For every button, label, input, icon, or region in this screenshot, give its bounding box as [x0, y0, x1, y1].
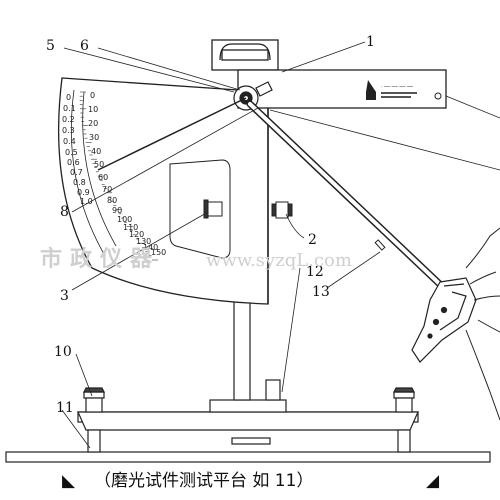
inner-scale: 0 0.1 0.2 0.3 0.4 0.5 0.6 0.7 0.8 0.9 1.… [62, 93, 93, 206]
outer-scale-label: 100 [117, 215, 132, 224]
caption: ◣ （磨光试件测试平台 如 11） ◢ [62, 471, 440, 491]
inner-scale-label: 0.7 [70, 168, 83, 177]
base-platform [5, 399, 491, 463]
pendulum-head [411, 277, 477, 363]
vertical-column [233, 299, 281, 401]
inner-scale-label: 0.8 [73, 178, 86, 187]
outer-scale-label: 60 [98, 173, 108, 182]
inner-scale-label: 0.1 [63, 104, 76, 113]
operator-hand [465, 227, 500, 421]
callout-3: 3 [60, 288, 69, 304]
pendulum-arm [246, 100, 450, 294]
callout-12: 12 [306, 264, 324, 280]
dial-adjust-knob [203, 199, 223, 219]
caption-text: （磨光试件测试平台 如 11） [94, 471, 313, 491]
watermark-site-name: 市政仪器 [40, 246, 160, 272]
watermark: 市政仪器 www.syzqL.com [40, 246, 352, 272]
level-knob [271, 201, 293, 219]
inner-scale-label: 0.5 [65, 148, 78, 157]
scale-ticks [79, 91, 158, 261]
inner-scale-label: 0.4 [63, 137, 76, 146]
outer-scale-label: 120 [129, 230, 144, 239]
watermark-url: www.syzqL.com [206, 250, 352, 271]
leveling-foot-right [393, 387, 415, 453]
callout-labels: 1 2 3 5 6 8 10 11 12 13 [46, 34, 375, 416]
outer-scale-label: 80 [107, 196, 117, 205]
callout-5: 5 [46, 38, 55, 54]
arm-logo [366, 80, 376, 100]
arm-nameplate: · ── ── ── ── [381, 84, 414, 90]
caption-left-marker: ◣ [62, 471, 76, 491]
horizontal-arm: · ── ── ── ── [237, 69, 447, 109]
inner-scale-label: 0 [66, 93, 71, 102]
outer-scale-label: 30 [89, 133, 99, 142]
top-holder [211, 39, 279, 71]
outer-scale-label: 10 [88, 105, 98, 114]
outer-scale-label: 0 [90, 91, 95, 100]
outer-scale-label: 90 [112, 206, 122, 215]
outer-scale-label: 40 [91, 147, 101, 156]
outer-scale-label: 150 [151, 248, 166, 257]
inner-scale-label: 0.6 [67, 158, 80, 167]
callout-8: 8 [60, 204, 69, 220]
outer-scale-label: 110 [123, 223, 138, 232]
callout-10: 10 [54, 344, 72, 360]
outer-scale-label: 140 [143, 243, 158, 252]
outer-scale-label: 50 [94, 160, 104, 169]
callout-11: 11 [56, 400, 74, 416]
inner-scale-label: 1.0 [80, 197, 93, 206]
inner-scale-label: 0.2 [62, 115, 75, 124]
callout-13: 13 [312, 284, 330, 300]
callout-2: 2 [308, 232, 317, 248]
outer-scale-label: 20 [88, 119, 98, 128]
pointer-needle [97, 97, 247, 171]
caption-right-marker: ◢ [426, 471, 440, 491]
inner-scale-label: 0.3 [62, 126, 75, 135]
callout-6: 6 [80, 38, 89, 54]
outer-scale-label: 70 [102, 185, 112, 194]
callout-1: 1 [366, 34, 375, 50]
inner-scale-label: 0.9 [77, 188, 90, 197]
sector-dial [58, 77, 269, 305]
outer-scale: 0 10 20 30 40 50 60 70 80 90 100 110 120… [88, 91, 166, 257]
leader-lines [61, 41, 500, 449]
outer-scale-label: 130 [136, 237, 151, 246]
